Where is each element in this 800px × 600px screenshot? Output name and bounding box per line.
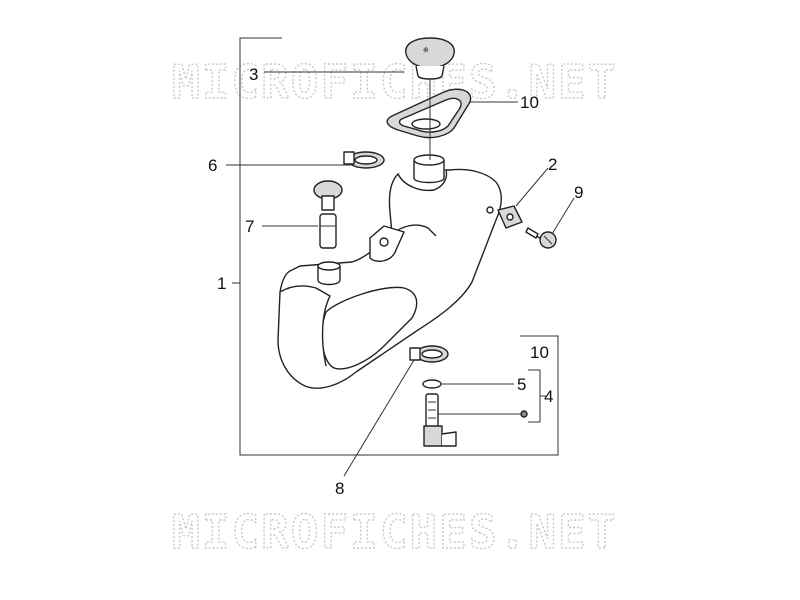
callout-3: 3 [249,65,258,84]
callout-7: 7 [245,217,254,236]
filler-plug [313,180,343,249]
cap-emboss: ⊕ [423,46,429,54]
bracket-assembly-10-box [520,335,559,456]
fuel-tank [277,154,502,389]
screw [525,227,557,249]
callout-5: 5 [517,375,526,394]
callout-6: 6 [208,156,217,175]
callout-8: 8 [335,479,344,498]
watermark-bottom: MICROFICHES.NET [172,505,617,559]
bracket-assembly-1 [239,37,520,456]
callout-1: 1 [217,274,226,293]
fuel-cap: ⊕ [405,37,455,80]
leader-lines [226,71,575,477]
callout-4: 4 [544,387,553,406]
callout-9: 9 [574,183,583,202]
callout-10-box: 10 [530,343,549,362]
hose-clamp-upper [343,151,385,169]
callout-2: 2 [548,155,557,174]
callout-10-top: 10 [520,93,539,112]
hose-clamp-lower [409,345,449,363]
watermark-top: MICROFICHES.NET [172,55,617,109]
mounting-bracket [497,205,523,229]
fuel-tap [423,393,528,447]
bracket-assembly-4 [528,369,546,423]
seal-tray [386,88,472,139]
o-ring [422,379,442,389]
